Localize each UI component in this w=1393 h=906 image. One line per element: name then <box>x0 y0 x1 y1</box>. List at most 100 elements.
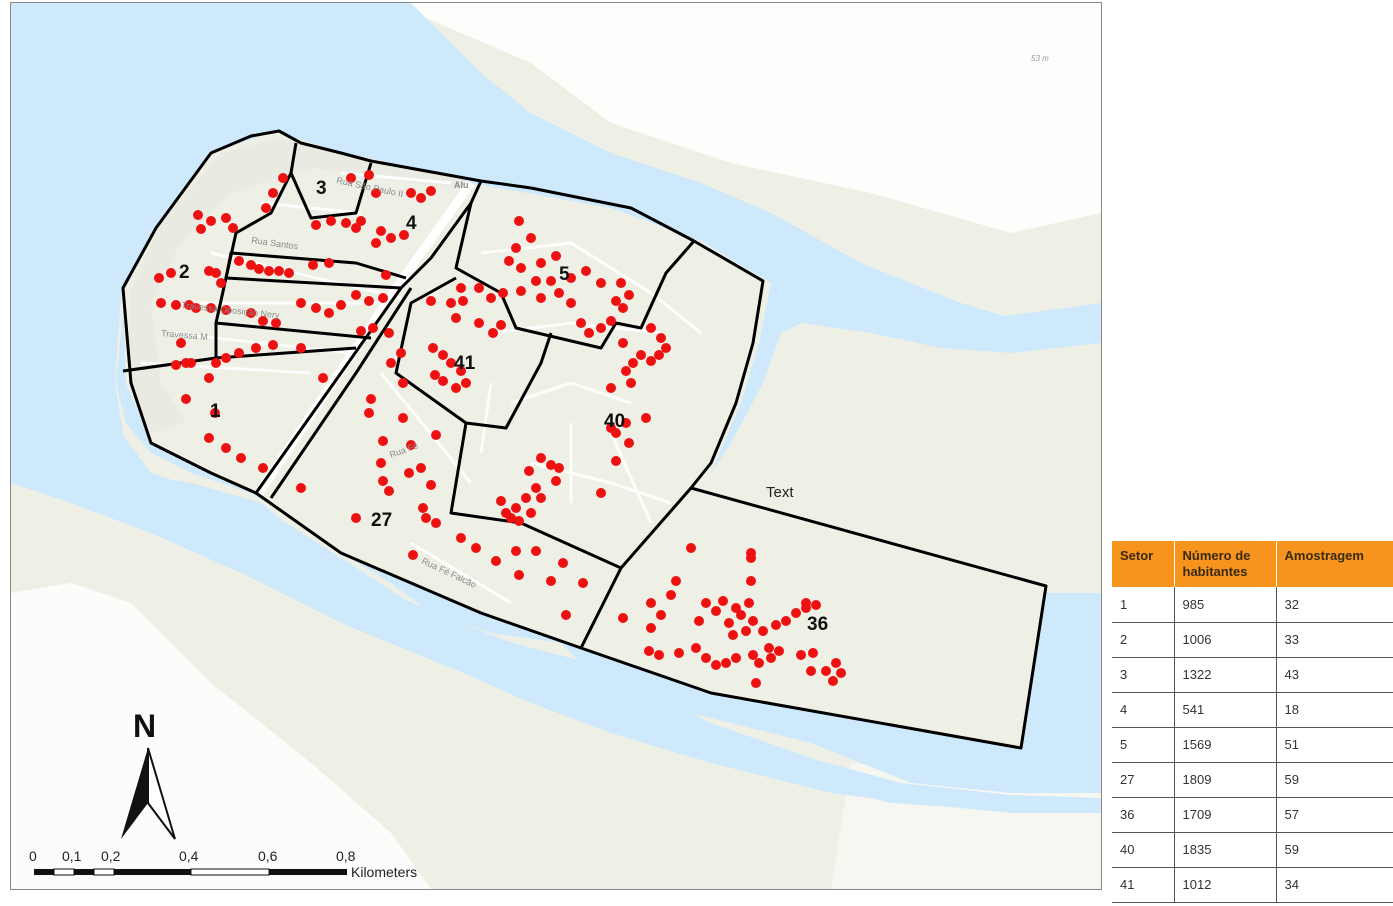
table-header-row: Setor Número de habitantes Amostragem <box>1112 541 1393 587</box>
sample-point-marker <box>406 440 416 450</box>
sample-point-marker <box>766 653 776 663</box>
sample-point-marker <box>536 293 546 303</box>
sample-point-marker <box>691 643 701 653</box>
sample-point-marker <box>221 353 231 363</box>
sample-point-marker <box>506 513 516 523</box>
sample-point-marker <box>296 298 306 308</box>
sample-point-marker <box>656 610 666 620</box>
sample-point-marker <box>210 408 220 418</box>
sample-point-marker <box>511 546 521 556</box>
sample-point-marker <box>234 348 244 358</box>
sample-point-marker <box>278 173 288 183</box>
cell-setor: 41 <box>1112 867 1174 903</box>
sample-point-marker <box>193 210 203 220</box>
sample-point-marker <box>686 543 696 553</box>
sample-point-marker <box>274 266 284 276</box>
sample-point-marker <box>701 653 711 663</box>
cell-amostragem: 18 <box>1275 692 1393 728</box>
sample-point-marker <box>744 598 754 608</box>
sample-point-marker <box>758 626 768 636</box>
sample-point-marker <box>396 348 406 358</box>
sample-point-marker <box>718 596 728 606</box>
sample-point-marker <box>221 213 231 223</box>
cell-setor: 4 <box>1112 692 1174 728</box>
sample-point-marker <box>284 268 294 278</box>
sector-label-5: 5 <box>559 264 570 285</box>
sample-point-marker <box>196 224 206 234</box>
sample-point-marker <box>791 608 801 618</box>
sample-point-marker <box>418 503 428 513</box>
sample-point-marker <box>426 296 436 306</box>
scale-seg <box>74 869 94 875</box>
sample-point-marker <box>234 256 244 266</box>
scale-bar: 0 0,1 0,2 0,4 0,6 0,8 Kilometers <box>29 848 417 880</box>
sample-point-marker <box>308 260 318 270</box>
north-label: N <box>133 708 156 744</box>
island <box>129 138 481 433</box>
sample-point-marker <box>551 251 561 261</box>
sample-point-marker <box>236 453 246 463</box>
sample-point-marker <box>346 173 356 183</box>
sample-point-marker <box>636 350 646 360</box>
sample-point-marker <box>386 233 396 243</box>
sample-point-marker <box>378 436 388 446</box>
sample-point-marker <box>748 616 758 626</box>
sample-point-marker <box>356 216 366 226</box>
sample-point-marker <box>486 293 496 303</box>
sample-point-marker <box>366 394 376 404</box>
sample-point-marker <box>456 533 466 543</box>
sample-point-marker <box>191 303 201 313</box>
cell-setor: 3 <box>1112 657 1174 693</box>
sector-label-40: 40 <box>604 411 625 432</box>
sample-point-marker <box>371 188 381 198</box>
sample-point-marker <box>536 453 546 463</box>
scale-seg <box>53 868 75 876</box>
sample-point-marker <box>221 443 231 453</box>
scale-unit-label: Kilometers <box>351 864 417 880</box>
sample-point-marker <box>426 186 436 196</box>
hill-shading <box>391 3 1101 233</box>
sample-point-marker <box>384 486 394 496</box>
sample-point-marker <box>616 278 626 288</box>
sample-point-marker <box>626 378 636 388</box>
sample-point-marker <box>554 463 564 473</box>
sample-point-marker <box>628 358 638 368</box>
sample-point-marker <box>774 646 784 656</box>
sample-point-marker <box>206 216 216 226</box>
sample-point-marker <box>581 266 591 276</box>
sample-point-marker <box>351 290 361 300</box>
sample-point-marker <box>399 230 409 240</box>
sample-point-marker <box>618 613 628 623</box>
sample-point-marker <box>546 460 556 470</box>
sector-label-3: 3 <box>316 178 327 199</box>
sample-point-marker <box>644 646 654 656</box>
sample-point-marker <box>728 630 738 640</box>
sample-point-marker <box>754 658 764 668</box>
sample-point-marker <box>531 276 541 286</box>
sample-point-marker <box>426 480 436 490</box>
cell-habitantes: 1569 <box>1173 727 1276 763</box>
sample-point-marker <box>221 305 231 315</box>
sample-point-marker <box>566 273 576 283</box>
sample-point-marker <box>646 323 656 333</box>
sample-point-marker <box>406 188 416 198</box>
scale-tick-label: 0,2 <box>101 848 121 864</box>
sample-point-marker <box>624 438 634 448</box>
sample-point-marker <box>801 598 811 608</box>
sample-point-marker <box>731 603 741 613</box>
elevation-label: 53 m <box>1031 54 1049 63</box>
cell-habitantes: 1709 <box>1173 797 1276 833</box>
sample-point-marker <box>264 266 274 276</box>
sample-point-marker <box>514 216 524 226</box>
sample-point-marker <box>596 278 606 288</box>
sample-point-marker <box>451 383 461 393</box>
sample-point-marker <box>656 333 666 343</box>
sample-point-marker <box>701 598 711 608</box>
cell-amostragem: 43 <box>1275 657 1393 693</box>
sample-point-marker <box>621 366 631 376</box>
sample-point-marker <box>491 556 501 566</box>
